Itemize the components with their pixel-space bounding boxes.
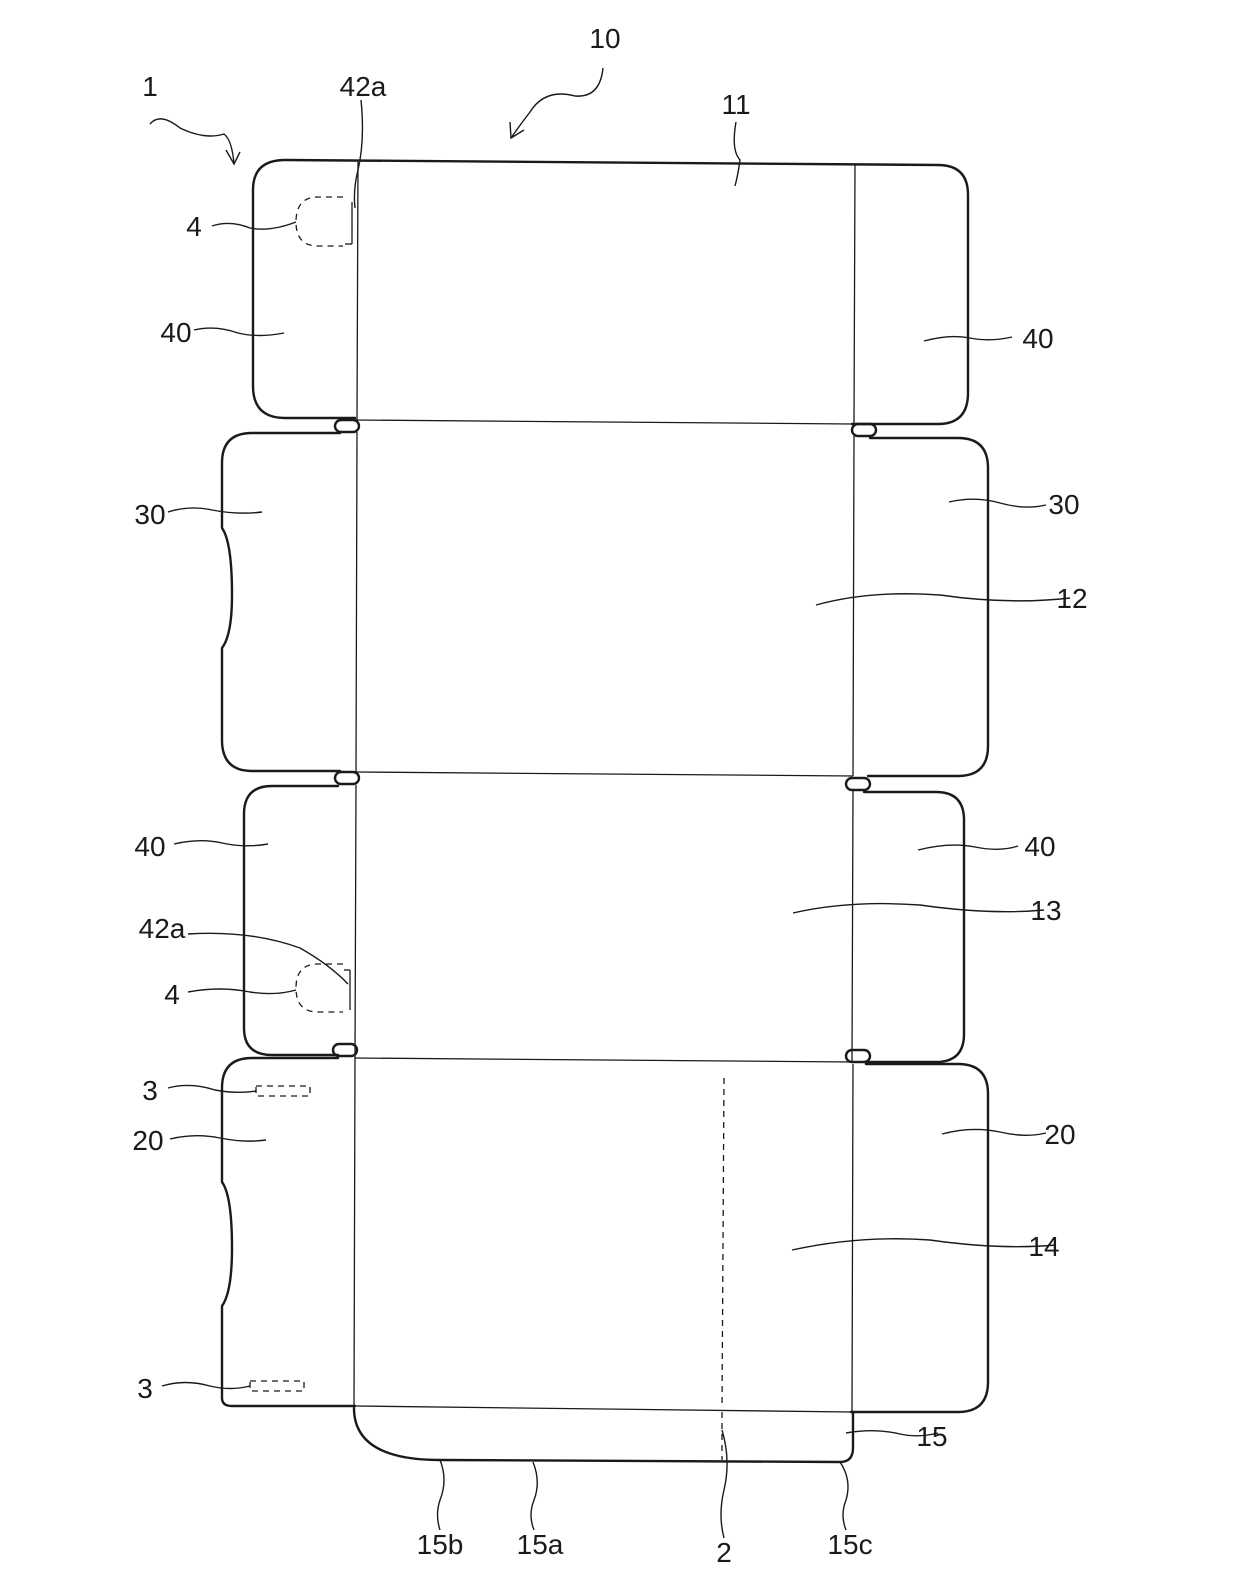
panel-11-left-fold: [356, 161, 359, 421]
leader-30-right: [948, 498, 1047, 508]
ref-15c: 15c: [827, 1529, 872, 1560]
ref-10: 10: [589, 23, 620, 54]
panel-12-right-fold: [852, 435, 855, 777]
perforation-line-2: [721, 1077, 725, 1409]
panel-13-right-fold: [851, 789, 854, 1063]
leader-12: [815, 593, 1071, 606]
panel-12-bottom-fold: [355, 771, 854, 777]
panel-14-right-outline: [849, 1062, 990, 1414]
leader-40-top-left: [193, 327, 285, 337]
leader-40-lower-right: [917, 844, 1019, 851]
ref-42a-top: 42a: [340, 71, 387, 102]
connector-left-11-12: [333, 418, 361, 434]
arrow-10: [510, 67, 604, 139]
leader-11: [733, 121, 741, 187]
leader-2: [720, 1429, 728, 1539]
tab-4-top: [295, 196, 343, 247]
ref-2: 2: [716, 1537, 732, 1568]
leader-15: [845, 1430, 939, 1437]
ref-3-lower: 3: [137, 1373, 153, 1404]
leader-14: [791, 1238, 1057, 1251]
arrow-1: [149, 118, 235, 165]
ref-40-top-left: 40: [160, 317, 191, 348]
panel-11-right-fold: [853, 164, 856, 425]
ref-40-lower-left: 40: [134, 831, 165, 862]
ref-40-top-right: 40: [1022, 323, 1053, 354]
leader-42a-lower: [187, 932, 349, 985]
leader-13: [792, 902, 1045, 914]
ref-40-lower-right: 40: [1024, 831, 1055, 862]
panel-14-right-fold: [851, 1063, 854, 1413]
panel-14-bottom-fold: [353, 1405, 853, 1413]
leader-40-top-right: [923, 335, 1013, 342]
ref-15a: 15a: [517, 1529, 564, 1560]
panel-13-left-outline: [242, 784, 340, 1057]
leader-15b: [436, 1459, 445, 1531]
panel-12-right-outline: [866, 436, 990, 778]
panel-12-outline: [220, 431, 342, 773]
ref-20-left: 20: [132, 1125, 163, 1156]
ref-4-top: 4: [186, 211, 202, 242]
tuck-flap-15-outline: [352, 1406, 855, 1464]
leader-20-right: [941, 1128, 1047, 1136]
panel-13-right-outline: [862, 790, 966, 1064]
panel-11-outline: [251, 158, 970, 426]
ref-13: 13: [1030, 895, 1061, 926]
ref-30-left: 30: [134, 499, 165, 530]
leader-40-lower-left: [173, 840, 269, 847]
slit-3-upper: [255, 1085, 311, 1097]
connector-right-12-13: [844, 776, 872, 792]
panel-14-left-outline: [220, 1056, 357, 1408]
panel-13-left-fold: [354, 784, 357, 1059]
panel-14-left-fold: [353, 1057, 356, 1407]
ref-14: 14: [1028, 1231, 1059, 1262]
ref-15b: 15b: [417, 1529, 464, 1560]
leader-15a: [530, 1461, 538, 1531]
ref-12: 12: [1056, 583, 1087, 614]
connector-left-13-14: [331, 1042, 359, 1058]
ref-30-right: 30: [1048, 489, 1079, 520]
arrow-1-head: [225, 149, 241, 166]
ref-15: 15: [916, 1421, 947, 1452]
panel-11-bottom-fold: [354, 419, 853, 425]
ref-42a-lower: 42a: [139, 913, 186, 944]
leader-15c: [839, 1461, 849, 1531]
connector-right-11-12: [850, 422, 878, 438]
leader-20-left: [169, 1135, 267, 1142]
leader-4-top: [211, 221, 297, 230]
leader-3-lower: [161, 1381, 251, 1390]
ref-11: 11: [721, 89, 750, 120]
connector-right-13-14: [844, 1048, 872, 1064]
leader-4-lower: [187, 988, 297, 995]
leader-3-upper: [167, 1084, 257, 1093]
ref-3-upper: 3: [142, 1075, 158, 1106]
slit-3-lower: [249, 1380, 305, 1392]
ref-1: 1: [142, 71, 158, 102]
tab-4-lower: [295, 963, 343, 1013]
panel-13-bottom-fold: [354, 1057, 853, 1063]
ref-20-right: 20: [1044, 1119, 1075, 1150]
leader-42a-top: [353, 99, 364, 209]
ref-4-lower: 4: [164, 979, 180, 1010]
panel-12-left-fold: [355, 431, 358, 773]
leader-30-left: [167, 507, 263, 514]
arrow-10-head: [509, 121, 525, 140]
connector-left-12-13: [333, 770, 361, 786]
